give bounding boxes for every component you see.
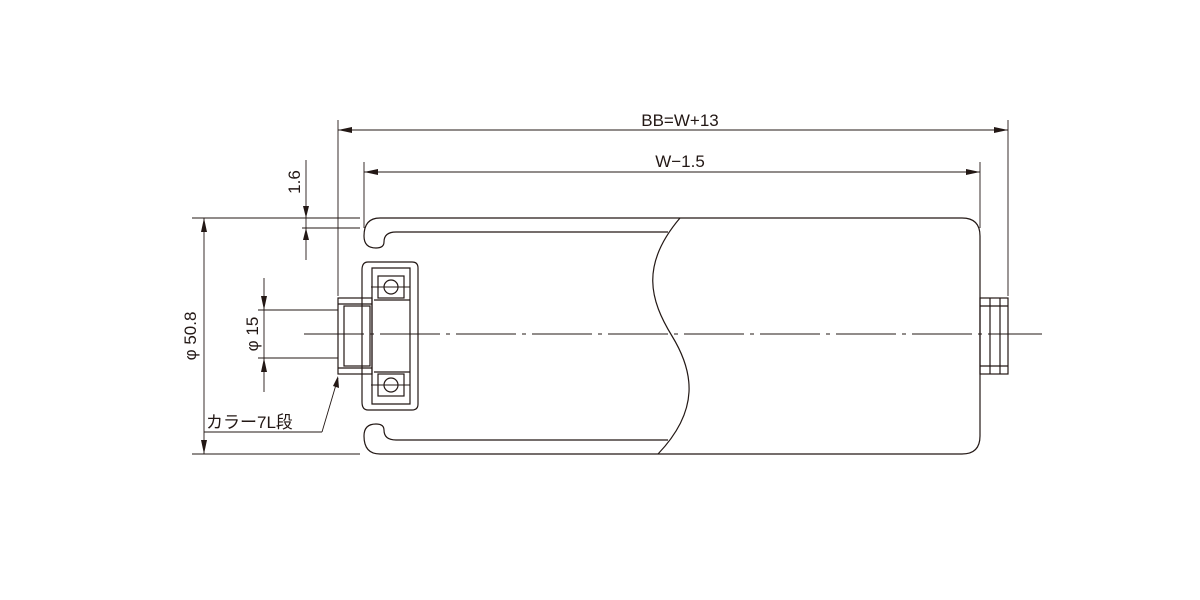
roller-tube	[363, 217, 981, 455]
collar-label-leader: カラー7L段	[204, 376, 339, 433]
dimension-overall-length: BB=W+13	[337, 111, 1009, 296]
dimension-roller-diameter: φ 50.8	[181, 217, 360, 455]
dimension-tube-length: W−1.5	[363, 152, 981, 228]
roller-diameter-label: φ 50.8	[181, 312, 200, 361]
ball-bearing-top	[371, 275, 410, 299]
tube-length-label: W−1.5	[655, 152, 705, 171]
shaft-diameter-label: φ 15	[243, 317, 262, 352]
right-shaft	[979, 297, 1009, 375]
dimension-shaft-diameter: φ 15	[243, 278, 338, 392]
tube-thickness-label: 1.6	[285, 170, 304, 194]
overall-length-label: BB=W+13	[641, 111, 719, 130]
ball-bearing-bottom	[371, 373, 410, 397]
left-collar	[337, 297, 373, 375]
collar-label: カラー7L段	[206, 413, 293, 432]
dimension-tube-thickness: 1.6	[285, 160, 360, 260]
